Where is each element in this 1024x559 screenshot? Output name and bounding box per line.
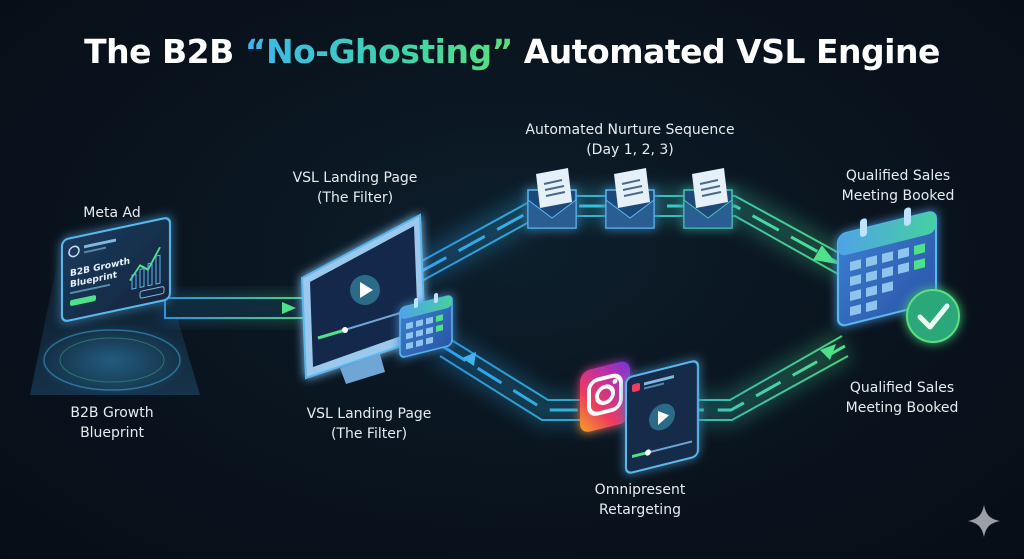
email-envelope-icon: [683, 168, 733, 229]
calendar-icon: [399, 292, 453, 358]
arrow-icon: [462, 352, 476, 366]
vsl-bottom-line1: VSL Landing Page: [306, 406, 432, 422]
spotlight-glow: [37, 322, 187, 398]
arrow-icon: [813, 245, 837, 264]
vsl-bottom-line2: (The Filter): [330, 426, 408, 442]
meta-ad-label-text: Meta Ad: [83, 205, 141, 221]
nurture-line1: Automated Nurture Sequence: [525, 122, 735, 138]
sparkle-icon: [968, 505, 1000, 537]
ad-cta-button: [70, 295, 96, 306]
booked-top-line2: Meeting Booked: [841, 188, 955, 204]
title-highlight: “No-Ghosting”: [244, 32, 513, 71]
platform-ring: [43, 329, 181, 391]
booked-bottom-line1: Qualified Sales: [849, 380, 955, 396]
booked-bottom-line2: Meeting Booked: [845, 400, 959, 416]
check-badge-icon: [906, 289, 960, 343]
calendar-check-icon: [837, 207, 937, 327]
path-ad-to-vsl: [164, 297, 306, 319]
ad-card-icon: B2B Growth Blueprint: [61, 217, 171, 322]
play-icon: [658, 411, 669, 426]
email-envelope-icon: [527, 168, 577, 229]
vsl-top-line2: (The Filter): [316, 190, 394, 206]
page-title: The B2B “No-Ghosting” Automated VSL Engi…: [0, 32, 1024, 71]
play-icon: [360, 282, 373, 298]
arrow-icon: [820, 344, 836, 360]
booked-top-line1: Qualified Sales: [845, 168, 951, 184]
vsl-top-label: VSL Landing Page (The Filter): [270, 168, 440, 208]
nurture-label: Automated Nurture Sequence (Day 1, 2, 3): [500, 120, 760, 160]
instagram-icon: [580, 361, 630, 432]
email-envelope-icon: [605, 168, 655, 229]
arrow-icon: [282, 302, 296, 314]
meta-ad-caption-line1: B2B Growth: [70, 405, 154, 421]
retargeting-line2: Retargeting: [599, 502, 681, 518]
title-prefix: The B2B: [84, 32, 245, 71]
retargeting-line1: Omnipresent: [594, 482, 686, 498]
meta-ad-label: Meta Ad: [72, 203, 152, 223]
vsl-bottom-label: VSL Landing Page (The Filter): [284, 404, 454, 444]
video-ad-icon: [625, 360, 699, 474]
meta-ad-caption-line2: Blueprint: [80, 425, 144, 441]
title-suffix: Automated VSL Engine: [512, 32, 941, 71]
platform-ring-inner: [59, 337, 165, 383]
nurture-line2: (Day 1, 2, 3): [586, 142, 674, 158]
video-monitor-icon: [300, 213, 427, 384]
vsl-top-line1: VSL Landing Page: [292, 170, 418, 186]
